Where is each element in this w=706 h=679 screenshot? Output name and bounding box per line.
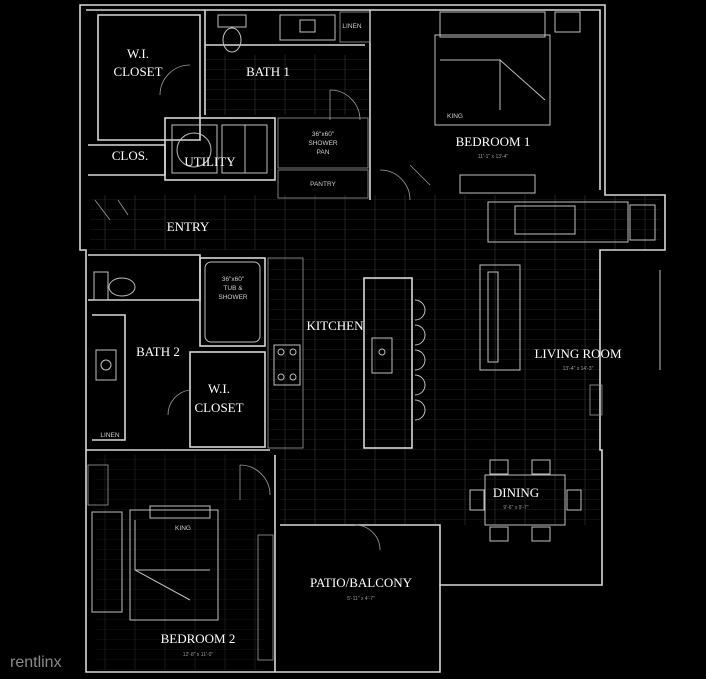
patio-dim: 5'-11" x 4'-7" [347,596,375,602]
clos-label: CLOS. [112,148,148,163]
kitchen-fixtures [273,299,426,421]
bed-bedroom-1: KING [434,11,581,194]
bath-1-label: BATH 1 [246,64,290,79]
room-labels: W.I. CLOSET BATH 1 BEDROOM 1 11'-1" x 13… [112,46,622,658]
king-label-2: KING [175,525,191,532]
bath-2-label: BATH 2 [136,344,180,359]
watermark: rentlinx [10,654,62,671]
bath1-floor [205,55,370,115]
living-furniture [479,201,661,371]
dining-label: DINING [493,485,539,500]
wi-closet-1-line1: W.I. [127,46,149,61]
bath-1-fixtures: LINEN [217,14,362,53]
tub-line2: TUB & [223,285,243,292]
dining-table [469,459,582,542]
living-floor [270,250,600,450]
wi-closet-2-line2: CLOSET [194,400,243,415]
kitchen-label: KITCHEN [306,318,364,333]
wi-closet-2-line1: W.I. [208,381,230,396]
living-room-label: LIVING ROOM [534,346,621,361]
bedroom-1-dim: 11'-1" x 13'-4" [478,154,509,160]
living-room-dim: 13'-4" x 14'-3" [563,366,594,372]
bath-2-fixtures: LINEN [93,261,261,439]
outer-walls [79,4,666,673]
linen-label-1: LINEN [342,23,361,30]
shower-1-line2: SHOWER [308,140,338,147]
bed-bedroom-2: KING [91,505,219,621]
king-label-1: KING [447,113,463,120]
entry-floor [90,195,660,250]
entry-label: ENTRY [167,219,210,234]
pantry-label: PANTRY [310,181,336,188]
interior-walls [86,10,603,672]
shower-1-line1: 36"x60" [312,131,335,138]
tub-line3: SHOWER [218,294,248,301]
dining-dim: 9'-6" x 9'-7" [503,505,528,511]
linen-label-2: LINEN [100,432,119,439]
shower-1-line3: PAN [317,149,330,156]
bedroom-2-label: BEDROOM 2 [161,631,236,646]
doors [94,64,431,551]
bedroom2-floor [95,455,265,670]
wi-closet-1-line2: CLOSET [113,64,162,79]
patio-label: PATIO/BALCONY [310,575,413,590]
utility-fixtures [171,124,268,174]
utility-label: UTILITY [184,154,236,169]
dining-floor [280,445,600,525]
bedroom-1-label: BEDROOM 1 [456,134,531,149]
tub-line1: 36"x60" [222,276,245,283]
bedroom-2-dim: 12'-8" x 11'-0" [183,652,214,658]
